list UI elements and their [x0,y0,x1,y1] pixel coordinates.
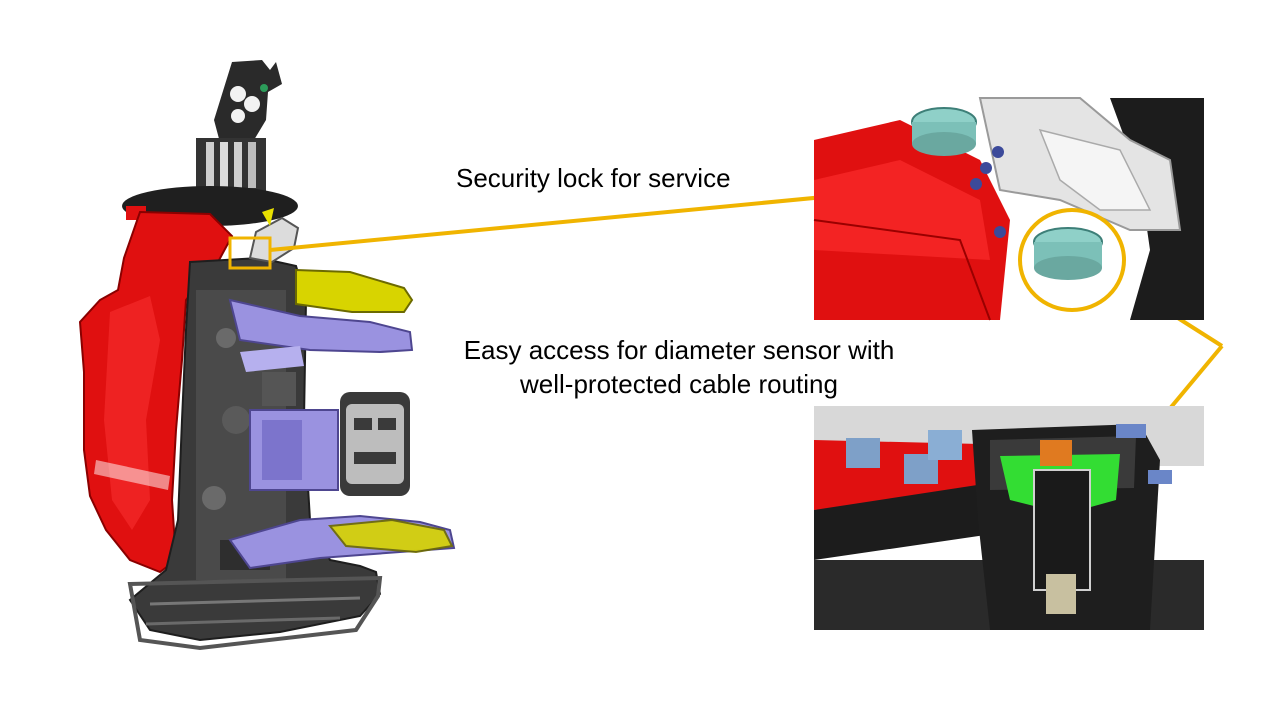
harvester-head-drawing [78,60,456,651]
security-lock-detail [813,97,1204,321]
feed-roller [249,372,410,496]
diameter-sensor-label: Easy access for diameter sensor with wel… [437,333,921,401]
diameter-sensor-cutaway [814,406,1204,630]
security-lock-label: Security lock for service [456,163,731,193]
lower-yellow-knife [328,518,454,554]
rotator-link [122,60,298,226]
diameter-sensor-label-line1: Easy access for diameter sensor with [463,335,895,365]
upper-yellow-knife [295,268,414,313]
lock-highlight-box [228,236,272,270]
diameter-sensor-label-line2: well-protected cable routing [520,369,838,399]
